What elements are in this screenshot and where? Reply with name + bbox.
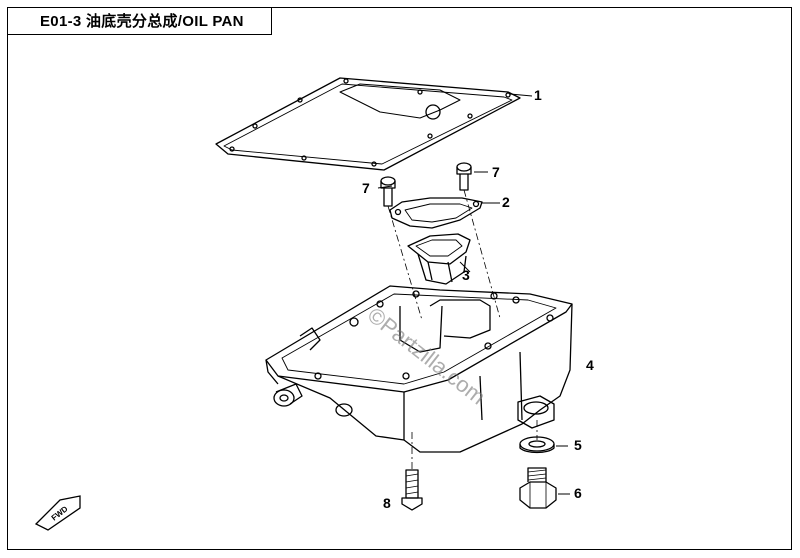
callout-4: 4 [586,357,594,373]
callout-1: 1 [534,87,542,103]
fwd-direction-badge: FWD [34,495,81,531]
page-title: E01-3 油底壳分总成/OIL PAN [40,13,244,30]
callout-5: 5 [574,437,582,453]
part-5-washer[interactable] [519,436,555,454]
part-6-drain-plug[interactable] [519,467,557,509]
callout-7-left: 7 [362,180,370,196]
leader-lines [377,93,570,495]
title-box [7,7,272,35]
part-7-bolt-left[interactable] [380,176,396,207]
part-2-cover-plate[interactable] [389,197,483,229]
callout-2: 2 [502,194,510,210]
part-4-oil-pan[interactable] [265,285,573,453]
part-7-bolt-right[interactable] [456,162,472,191]
part-3-strainer[interactable] [407,233,471,285]
arrow-icon [34,495,81,531]
callout-3: 3 [462,267,470,283]
watermark-text: ©Partzilla.com [363,302,490,409]
diagram-frame [7,7,792,550]
part-8-long-bolt[interactable] [401,469,423,511]
callout-7-right: 7 [492,164,500,180]
callout-6: 6 [574,485,582,501]
callout-8: 8 [383,495,391,511]
part-1-gasket[interactable] [215,77,521,171]
